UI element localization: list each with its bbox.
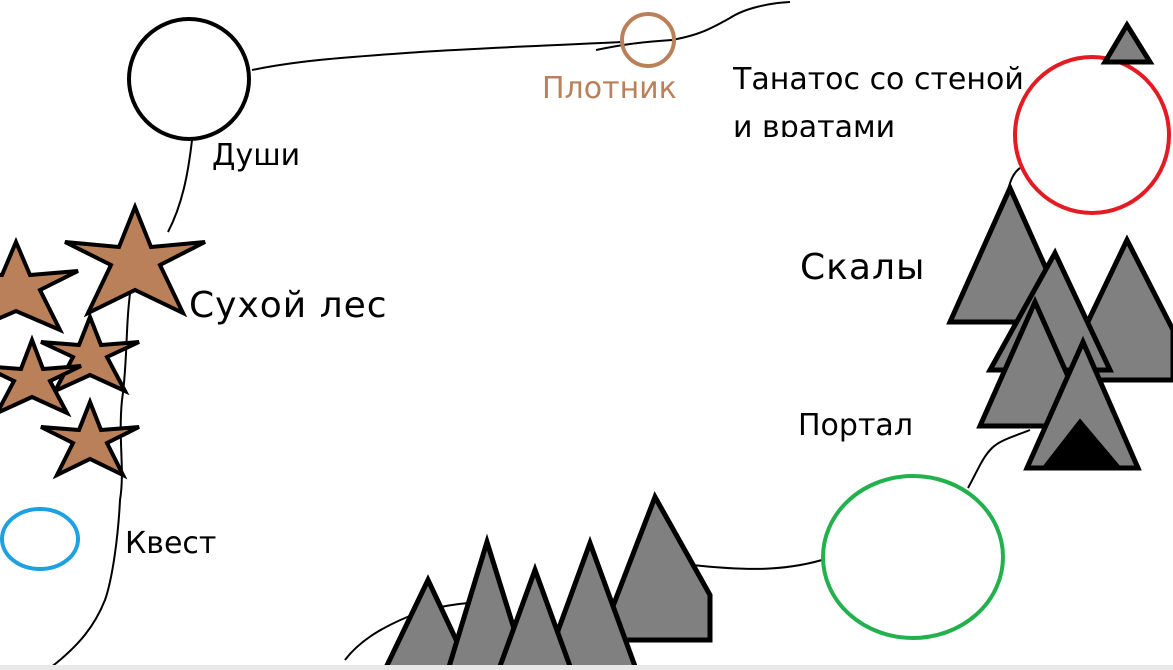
tree-star	[64, 201, 206, 318]
mountain	[1100, 20, 1155, 65]
souls-label: Души	[212, 138, 301, 173]
rocks-mountains	[946, 20, 1173, 471]
tree-star	[40, 396, 140, 480]
road-forest-to-quest	[49, 279, 133, 669]
portal-cave	[1042, 418, 1121, 466]
mountain	[495, 562, 575, 670]
road-souls-to-carpenter	[251, 41, 623, 71]
dry-forest-trees	[0, 201, 206, 480]
rocks-label: Скалы	[800, 247, 926, 288]
road-souls-to-forest	[167, 139, 193, 233]
mountain	[445, 533, 530, 670]
mountain	[1023, 335, 1142, 471]
thanatos-label-box: Танатос со стеной и вратами	[733, 56, 1043, 137]
portal-label: Портал	[798, 408, 913, 443]
quest-label: Квест	[125, 526, 217, 561]
thanatos-label-line1: Танатос со стеной	[733, 62, 1024, 97]
road-mountains-to-portal	[691, 559, 823, 570]
mountain	[540, 535, 640, 670]
bottom-mountains	[382, 491, 713, 670]
mountain	[596, 491, 713, 643]
thanatos-circle[interactable]	[1013, 55, 1171, 215]
road-lines	[49, 1, 1031, 669]
mountain	[382, 574, 474, 670]
carpenter-circle[interactable]	[620, 12, 676, 68]
road-portal-to-rocks	[967, 429, 1031, 489]
road-carpenter-to-top	[595, 1, 791, 51]
thanatos-label-line2: и вратами	[733, 110, 896, 137]
souls-circle[interactable]	[127, 17, 251, 141]
tree-star	[0, 236, 79, 335]
thanatos-label: Танатос со стеной и вратами	[733, 56, 1024, 137]
canvas-bottom-edge	[0, 665, 1173, 670]
quest-circle[interactable]	[0, 507, 80, 571]
tree-star	[0, 334, 82, 418]
dry-forest-label: Сухой лес	[189, 285, 388, 326]
carpenter-label: Плотник	[542, 71, 677, 106]
portal-circle[interactable]	[821, 474, 1005, 640]
